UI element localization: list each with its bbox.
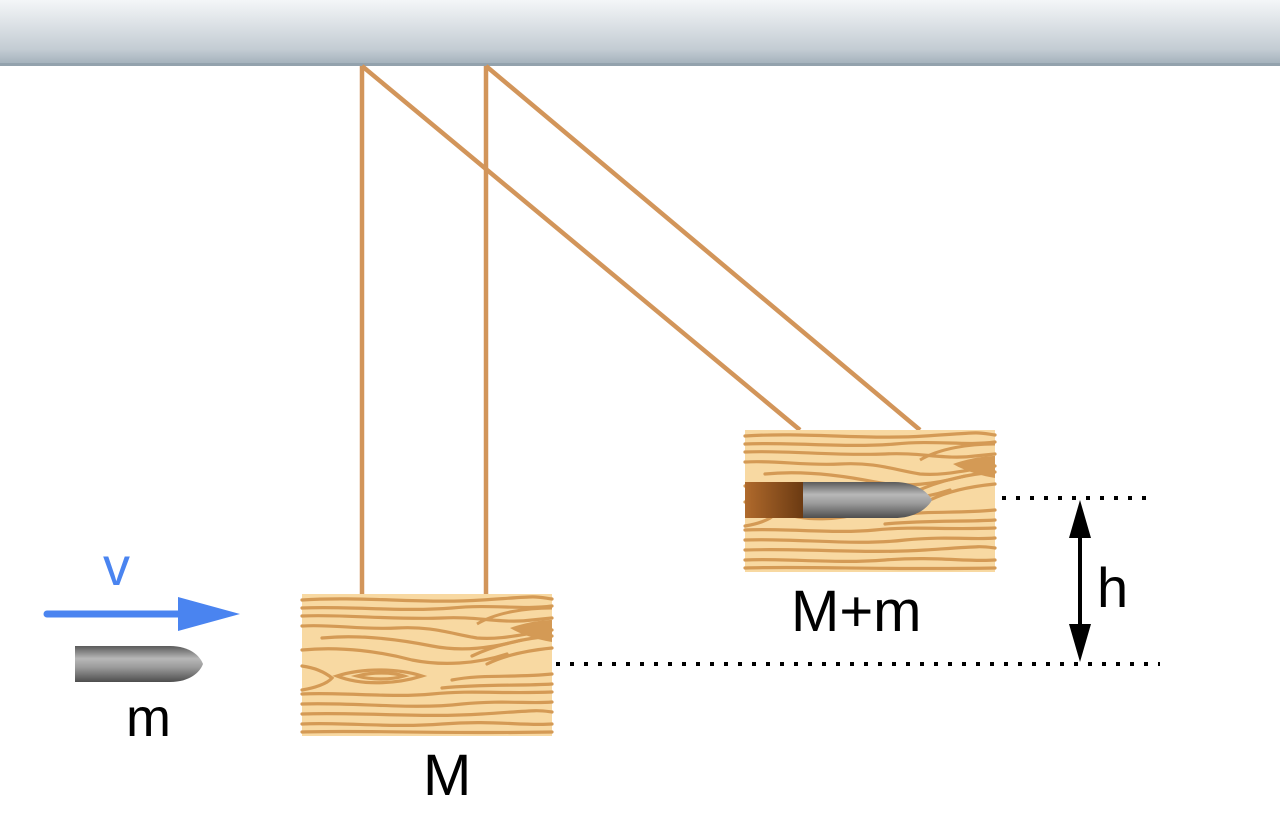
wood-block-at-rest <box>300 592 554 738</box>
velocity-arrow <box>43 597 240 631</box>
combined-mass-label: M+m <box>791 579 922 644</box>
velocity-label: v <box>103 537 130 597</box>
pendulum-strings <box>359 64 922 594</box>
bullet <box>75 646 203 682</box>
ceiling <box>0 0 1280 66</box>
height-arrow <box>1069 500 1091 662</box>
height-label: h <box>1097 556 1128 619</box>
embedded-bullet <box>745 482 932 518</box>
block-mass-label: M <box>423 743 471 808</box>
height-reference-lines <box>556 496 1160 666</box>
bullet-mass-label: m <box>126 688 171 748</box>
